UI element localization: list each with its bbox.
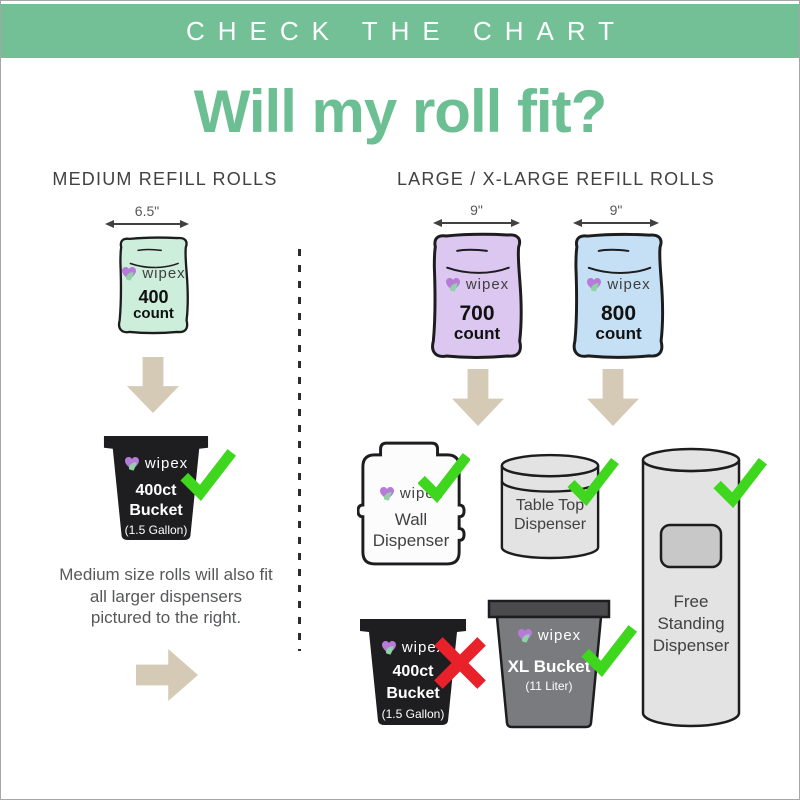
wipex-wordmark: wipex <box>465 276 510 293</box>
dispenser-window <box>659 523 723 569</box>
wipex-wordmark: wipex <box>401 639 446 656</box>
table-top-dispenser-label-1: Table Top <box>515 497 585 514</box>
wipex-logo: wipex <box>113 265 194 282</box>
medium-fit-note: Medium size rolls will also fit all larg… <box>39 564 293 629</box>
free-standing-label-3: Dispenser <box>652 636 730 655</box>
medium-rolls-heading: MEDIUM REFILL ROLLS <box>52 169 278 189</box>
xl-bucket <box>487 599 611 729</box>
wipex-logo: wipex <box>487 627 611 644</box>
width-arrow-icon <box>105 220 189 228</box>
large-roll-bag <box>431 232 523 360</box>
bucket-type-label: Bucket <box>129 502 183 519</box>
down-arrow-icon <box>452 369 504 426</box>
large-roll-count-unit: count <box>453 324 501 343</box>
wipex-logo: wipex <box>567 276 670 293</box>
right-arrow-icon <box>136 649 198 701</box>
xl-bucket-capacity: (11 Liter) <box>525 679 573 693</box>
bucket-size-label: 400ct <box>392 663 434 680</box>
bucket-capacity-label: (1.5 Gallon) <box>124 523 188 537</box>
wall-dispenser-label-1: Wall <box>394 510 428 529</box>
wipex-logo: wipex <box>425 276 529 293</box>
wall-dispenser-label-2: Dispenser <box>372 531 450 550</box>
note-line: all larger dispensers <box>89 586 243 606</box>
wipex-heart-icon <box>445 277 461 292</box>
medium-roll-width-measure: 6.5" <box>105 203 189 228</box>
large-roll-width-label: 9" <box>470 202 483 218</box>
dashed-divider <box>298 249 301 651</box>
xlarge-roll-count: 800 <box>600 302 637 325</box>
bucket-type-label: Bucket <box>386 685 440 702</box>
wipex-heart-icon <box>379 486 395 501</box>
wipex-heart-icon <box>381 640 397 655</box>
large-roll-count: 700 <box>459 302 495 325</box>
medium-roll-width-label: 6.5" <box>134 203 160 219</box>
wipex-logo: wipex <box>101 455 211 472</box>
medium-roll-count-unit: count <box>133 305 174 322</box>
xlarge-roll-width-measure: 9" <box>573 202 659 227</box>
wipex-logo: wipex <box>361 485 461 502</box>
wipex-logo: wipex <box>357 639 469 656</box>
bucket-size-label: 400ct <box>135 482 177 499</box>
down-arrow-icon <box>127 357 179 413</box>
bucket-capacity-label: (1.5 Gallon) <box>381 707 445 721</box>
page-title: Will my roll fit? <box>193 78 607 145</box>
wipex-wordmark: wipex <box>144 455 189 472</box>
banner-text: CHECK THE CHART <box>185 15 628 46</box>
medium-roll-bag <box>117 236 189 335</box>
xl-bucket-name: XL Bucket <box>507 657 591 676</box>
xlarge-roll-bag <box>572 232 665 359</box>
wipex-heart-icon <box>517 628 533 643</box>
wipex-heart-icon <box>586 277 602 292</box>
wipex-heart-icon <box>121 266 137 281</box>
medium-roll-count: 400 <box>138 287 169 307</box>
free-standing-dispenser <box>641 447 741 728</box>
wipex-wordmark: wipex <box>537 627 582 644</box>
large-roll-width-measure: 9" <box>433 202 520 227</box>
width-arrow-icon <box>433 219 520 227</box>
note-line: Medium size rolls will also fit <box>59 565 273 584</box>
xlarge-roll-width-label: 9" <box>609 202 623 218</box>
top-banner: CHECK THE CHART <box>1 4 799 58</box>
table-top-dispenser-label-2: Dispenser <box>513 516 587 533</box>
free-standing-label-2: Standing <box>657 614 725 633</box>
width-arrow-icon <box>573 219 659 227</box>
xlarge-roll-count-unit: count <box>595 324 642 343</box>
large-rolls-heading: LARGE / X-LARGE REFILL ROLLS <box>396 169 716 189</box>
free-standing-label-1: Free <box>673 592 709 611</box>
wipex-wordmark: wipex <box>142 265 186 282</box>
down-arrow-icon <box>587 369 639 426</box>
wipex-heart-icon <box>124 456 140 471</box>
wipex-wordmark: wipex <box>399 485 444 502</box>
wipex-wordmark: wipex <box>607 276 651 293</box>
note-line: pictured to the right. <box>90 608 242 627</box>
